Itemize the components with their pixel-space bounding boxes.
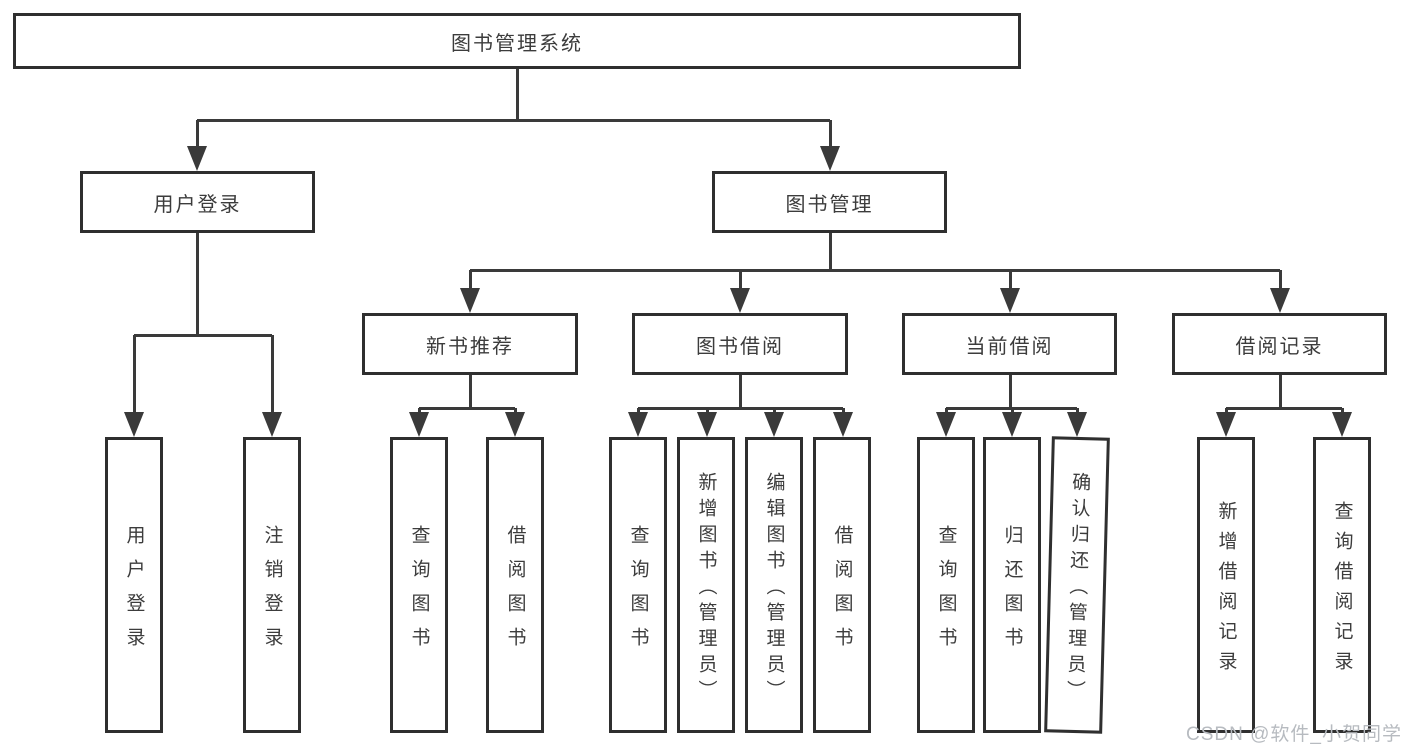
- arrowhead-down-icon: [628, 412, 648, 437]
- node-label: 当前借阅: [965, 335, 1054, 358]
- connector-line-vertical: [945, 408, 948, 414]
- node-label: 查询图书: [627, 524, 649, 661]
- connector-line-horizontal: [470, 269, 1280, 272]
- leaf-return-book: 归还图书: [983, 437, 1041, 733]
- connector-line-vertical: [196, 120, 199, 148]
- csdn-watermark: CSDN @软件_小贺同学: [1186, 724, 1402, 745]
- node-root-system: 图书管理系统: [13, 13, 1021, 69]
- leaf-query-books-borrowing: 查询图书: [609, 437, 667, 733]
- connector-line-vertical: [469, 270, 472, 290]
- connector-line-vertical: [1009, 375, 1012, 410]
- connector-line-vertical: [1341, 408, 1344, 414]
- leaf-edit-book-admin: 编辑图书（管理员）: [745, 437, 803, 733]
- arrowhead-down-icon: [505, 412, 525, 437]
- arrowhead-down-icon: [764, 412, 784, 437]
- node-label: 确认归还（管理员）: [1063, 471, 1091, 706]
- node-label: 图书管理系统: [451, 32, 583, 55]
- node-label: 注销登录: [261, 524, 283, 661]
- connector-line-vertical: [739, 375, 742, 410]
- node-label: 查询借阅记录: [1331, 500, 1353, 681]
- arrowhead-down-icon: [1067, 412, 1087, 437]
- connector-line-vertical: [514, 408, 517, 414]
- node-label: 借阅图书: [831, 524, 853, 661]
- node-label: 查询图书: [935, 524, 957, 661]
- node-label: 新书推荐: [426, 335, 514, 358]
- connector-line-horizontal: [1226, 407, 1342, 410]
- connector-line-vertical: [1011, 408, 1014, 414]
- connector-line-vertical: [1279, 270, 1282, 290]
- node-label: 借阅图书: [504, 524, 526, 661]
- node-label: 新增图书（管理员）: [695, 471, 717, 706]
- node-label: 借阅记录: [1235, 335, 1324, 358]
- node-user-login: 用户登录: [80, 171, 315, 233]
- arrowhead-down-icon: [124, 412, 144, 437]
- node-label: 新增借阅记录: [1215, 500, 1237, 681]
- arrowhead-down-icon: [1332, 412, 1352, 437]
- node-book-borrowing: 图书借阅: [632, 313, 848, 375]
- node-label: 查询图书: [408, 524, 430, 661]
- arrowhead-down-icon: [833, 412, 853, 437]
- node-label: 归还图书: [1001, 524, 1023, 661]
- leaf-query-borrow-record: 查询借阅记录: [1313, 437, 1371, 733]
- connector-line-horizontal: [946, 407, 1077, 410]
- connector-line-vertical: [469, 375, 472, 410]
- leaf-add-borrow-record: 新增借阅记录: [1197, 437, 1255, 733]
- node-label: 编辑图书（管理员）: [763, 471, 785, 706]
- node-current-borrowing: 当前借阅: [902, 313, 1117, 375]
- connector-line-vertical: [829, 120, 832, 148]
- arrowhead-down-icon: [820, 146, 840, 171]
- arrowhead-down-icon: [1002, 412, 1022, 437]
- arrowhead-down-icon: [697, 412, 717, 437]
- leaf-add-book-admin: 新增图书（管理员）: [677, 437, 735, 733]
- node-label: 图书借阅: [696, 335, 784, 358]
- leaf-confirm-return-admin: 确认归还（管理员）: [1044, 436, 1110, 734]
- arrowhead-down-icon: [730, 288, 750, 313]
- node-borrowing-records: 借阅记录: [1172, 313, 1387, 375]
- connector-line-horizontal: [419, 407, 515, 410]
- connector-line-vertical: [706, 408, 709, 414]
- leaf-logout: 注销登录: [243, 437, 301, 733]
- leaf-borrow-books-recommend: 借阅图书: [486, 437, 544, 733]
- arrowhead-down-icon: [1270, 288, 1290, 313]
- connector-line-vertical: [516, 69, 519, 122]
- arrowhead-down-icon: [409, 412, 429, 437]
- connector-line-vertical: [842, 408, 845, 414]
- connector-line-horizontal: [197, 119, 830, 122]
- node-new-book-recommendation: 新书推荐: [362, 313, 578, 375]
- node-book-management: 图书管理: [712, 171, 947, 233]
- arrowhead-down-icon: [1000, 288, 1020, 313]
- connector-line-vertical: [1076, 408, 1079, 414]
- connector-line-vertical: [418, 408, 421, 414]
- leaf-query-books-recommend: 查询图书: [390, 437, 448, 733]
- connector-line-vertical: [739, 270, 742, 290]
- connector-line-vertical: [196, 233, 199, 337]
- connector-line-vertical: [271, 335, 274, 414]
- connector-line-vertical: [637, 408, 640, 414]
- connector-line-vertical: [133, 335, 136, 414]
- arrowhead-down-icon: [1216, 412, 1236, 437]
- connector-line-vertical: [829, 233, 832, 272]
- node-label: 图书管理: [785, 193, 874, 216]
- arrowhead-down-icon: [460, 288, 480, 313]
- connector-line-vertical: [1009, 270, 1012, 290]
- leaf-borrow-books-borrowing: 借阅图书: [813, 437, 871, 733]
- connector-line-horizontal: [134, 334, 272, 337]
- node-label: 用户登录: [123, 524, 145, 661]
- arrowhead-down-icon: [187, 146, 207, 171]
- connector-line-vertical: [1279, 375, 1282, 410]
- arrowhead-down-icon: [936, 412, 956, 437]
- leaf-query-books-current: 查询图书: [917, 437, 975, 733]
- leaf-user-login: 用户登录: [105, 437, 163, 733]
- connector-line-horizontal: [638, 407, 843, 410]
- node-label: 用户登录: [153, 193, 242, 216]
- connector-line-vertical: [773, 408, 776, 414]
- connector-line-vertical: [1225, 408, 1228, 414]
- arrowhead-down-icon: [262, 412, 282, 437]
